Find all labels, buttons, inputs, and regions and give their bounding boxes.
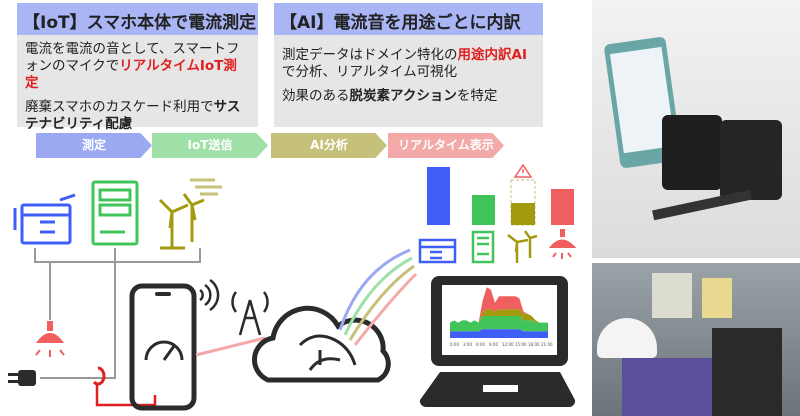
iot-line1: 電流を電流の音として、スマートフォンのマイクでリアルタイムIoT測定	[25, 41, 240, 91]
wiring	[34, 248, 201, 379]
lamp-icon	[35, 321, 65, 357]
bar-lighting	[551, 189, 574, 225]
cloud-ai-icon	[252, 305, 391, 383]
wind-turbine-icon	[158, 178, 222, 250]
photo-installation	[592, 263, 800, 416]
x-tick-label: 18:00	[528, 342, 540, 347]
sensor-cable	[95, 384, 157, 407]
photo-sensor-2	[720, 120, 782, 200]
warning-icon	[513, 163, 533, 178]
lamp-icon-small	[548, 229, 577, 259]
x-tick-label: 6:00	[476, 342, 485, 347]
copier-icon	[13, 193, 76, 245]
area-vending	[450, 316, 548, 332]
ai-title: 【AI】電流音を用途ごとに内訳	[274, 3, 543, 35]
x-tick-label: 3:00	[463, 342, 472, 347]
current-sensor-coil	[92, 366, 106, 386]
x-tick-label: 0:00	[450, 342, 459, 347]
x-tick-label: 12:00	[502, 342, 514, 347]
bar-wind	[511, 203, 535, 225]
x-tick-label: 21:00	[541, 342, 553, 347]
x-tick-label: 15:00	[515, 342, 527, 347]
vending-machine-icon	[91, 180, 139, 246]
iot-panel: 【IoT】スマホ本体で電流測定 電流を電流の音として、スマートフォンのマイクでリ…	[17, 3, 258, 132]
photo-helmet	[597, 318, 657, 358]
bar-office	[427, 167, 450, 225]
step-realtime-display: リアルタイム表示	[388, 133, 504, 158]
step-iot-send: IoT送信	[152, 133, 268, 158]
iot-title: 【IoT】スマホ本体で電流測定	[17, 3, 258, 35]
photo-meter-2	[702, 278, 732, 318]
step-measure: 測定	[36, 133, 152, 158]
photo-sensor-1	[662, 115, 722, 190]
wind-icon-small	[507, 230, 538, 263]
photo-worker	[622, 358, 712, 416]
vending-icon-small	[471, 230, 495, 264]
distribution-arrows	[338, 248, 418, 346]
smartphone-icon	[129, 283, 197, 411]
send-arrow	[195, 336, 266, 357]
x-tick-label: 9:00	[489, 342, 498, 347]
photo-meter-1	[652, 273, 692, 318]
photo-smartphone-sensors	[592, 0, 800, 258]
area-office	[450, 329, 548, 338]
ai-panel: 【AI】電流音を用途ごとに内訳 測定データはドメイン特化の用途内訳AIで分析、リ…	[274, 3, 543, 127]
plug-icon	[8, 370, 36, 386]
ai-line2: 効果のある脱炭素アクションを特定	[282, 88, 498, 104]
step-ai-analysis: AI分析	[271, 133, 387, 158]
iot-line2: 廃棄スマホのカスケード利用でサステナビリティ配慮	[25, 99, 241, 132]
photo-panel	[712, 328, 782, 416]
copier-icon-small	[418, 238, 457, 264]
signal-icon	[199, 278, 220, 312]
antenna-tower-icon	[231, 291, 269, 336]
bar-vending	[472, 195, 495, 225]
ai-line1: 測定データはドメイン特化の用途内訳AIで分析、リアルタイム可視化	[282, 47, 527, 80]
photo-cable	[652, 189, 752, 221]
